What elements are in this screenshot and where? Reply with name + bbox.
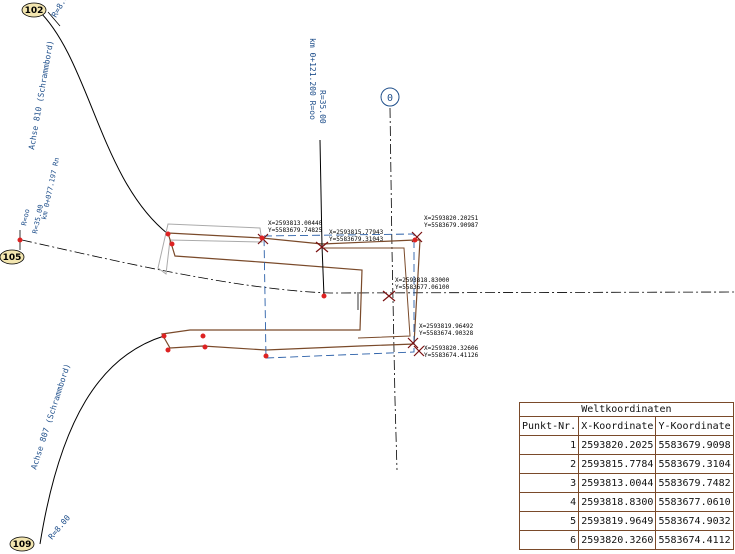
cell-y: 5583674.9032 [655,511,734,531]
axis-top-label: Achse 810 (Schrammbord) [27,40,55,151]
svg-text:X=2593818.83000: X=2593818.83000 [395,277,450,284]
cell-nr: 4 [518,492,580,512]
svg-text:Y=5583679.31043: Y=5583679.31043 [329,236,384,243]
svg-text:Y=5583674.90328: Y=5583674.90328 [419,330,474,337]
island-outline [161,232,421,351]
table-row: 5 2593819.9649 5583674.9032 [518,511,734,531]
island-inner [324,247,411,339]
vertical-axis-line [389,107,398,471]
km-main-label: km 0+121.200 R=oo [308,38,317,120]
svg-text:Y=5583674.41126: Y=5583674.41126 [424,352,479,359]
blue-dashed-rect [263,233,415,359]
cell-y: 5583677.0610 [655,492,734,512]
cell-x: 2593819.9649 [578,511,657,531]
main-axis-line [21,239,735,294]
coord-annotation-3: X=2593813.00440 Y=5583679.74825 [268,220,323,234]
cell-nr: 3 [518,473,580,493]
cell-x: 2593818.8300 [578,492,657,512]
node-105: 105 [0,249,25,265]
cell-x: 2593820.3260 [578,530,657,550]
radius-bottom-label: R=8.00 [47,513,73,541]
coord-annotation-4: X=2593818.83000 Y=5583677.06100 [395,277,450,291]
svg-text:X=2593819.96492: X=2593819.96492 [419,323,474,330]
cell-nr: 2 [518,454,580,474]
header-x: X-Koordinate [578,416,657,436]
node-102: 102 [21,2,47,18]
table-title: Weltkoordinaten [519,402,734,416]
svg-text:Y=5583679.90987: Y=5583679.90987 [424,222,479,229]
world-coordinates-table: Weltkoordinaten Punkt-Nr. X-Koordinate Y… [518,402,734,550]
svg-text:Y=5583677.06100: Y=5583677.06100 [395,284,450,291]
node-102-label: 102 [25,6,44,16]
svg-text:Y=5583679.74825: Y=5583679.74825 [268,227,323,234]
cell-nr: 1 [518,435,580,455]
coord-annotation-5: X=2593819.96492 Y=5583674.90328 [419,323,474,337]
axis-bottom-label: Achse 807 (Schrammbord) [29,362,72,470]
node-109: 109 [9,536,35,552]
r-main-label: R=35.00 [318,90,327,124]
coord-annotation-2: X=2593815.77943 Y=5583679.31043 [329,229,384,243]
cell-y: 5583679.7482 [655,473,734,493]
cell-y: 5583679.3104 [655,454,734,474]
curve-bottom [39,335,165,545]
north-marker: 0 [380,87,400,107]
cell-y: 5583679.9098 [655,435,734,455]
coord-annotation-1: X=2593820.20251 Y=5583679.90987 [424,215,479,229]
north-marker-label: 0 [387,93,393,104]
table-row: 2 2593815.7784 5583679.3104 [518,454,734,474]
node-102-tick [47,11,61,27]
svg-text:X=2593813.00440: X=2593813.00440 [268,220,323,227]
grey-outline [157,223,263,275]
cell-x: 2593820.2025 [578,435,657,455]
cell-x: 2593813.0044 [578,473,657,493]
point-markers [257,231,425,357]
header-point-nr: Punkt-Nr. [518,416,580,436]
cell-x: 2593815.7784 [578,454,657,474]
radius-top-label: R=8.00 [50,0,72,19]
table-row: 6 2593820.3260 5583674.4112 [518,530,734,550]
svg-text:X=2593820.32606: X=2593820.32606 [424,345,479,352]
table-row: 3 2593813.0044 5583679.7482 [518,473,734,493]
r-inf-side-label: R=oo [20,208,31,226]
node-105-label: 105 [3,253,22,263]
header-y: Y-Koordinate [655,416,734,436]
km-leader-line [319,139,325,297]
red-dots [17,231,418,359]
cell-nr: 5 [518,511,580,531]
curve-top [37,9,169,235]
node-109-label: 109 [13,540,32,550]
table-row: 1 2593820.2025 5583679.9098 [518,435,734,455]
svg-text:X=2593815.77943: X=2593815.77943 [329,229,384,236]
coord-annotation-6: X=2593820.32606 Y=5583674.41126 [424,345,479,359]
table-row: 4 2593818.8300 5583677.0610 [518,492,734,512]
cell-nr: 6 [518,530,580,550]
svg-text:X=2593820.20251: X=2593820.20251 [424,215,479,222]
cell-y: 5583674.4112 [655,530,734,550]
table-header-row: Punkt-Nr. X-Koordinate Y-Koordinate [518,416,734,436]
